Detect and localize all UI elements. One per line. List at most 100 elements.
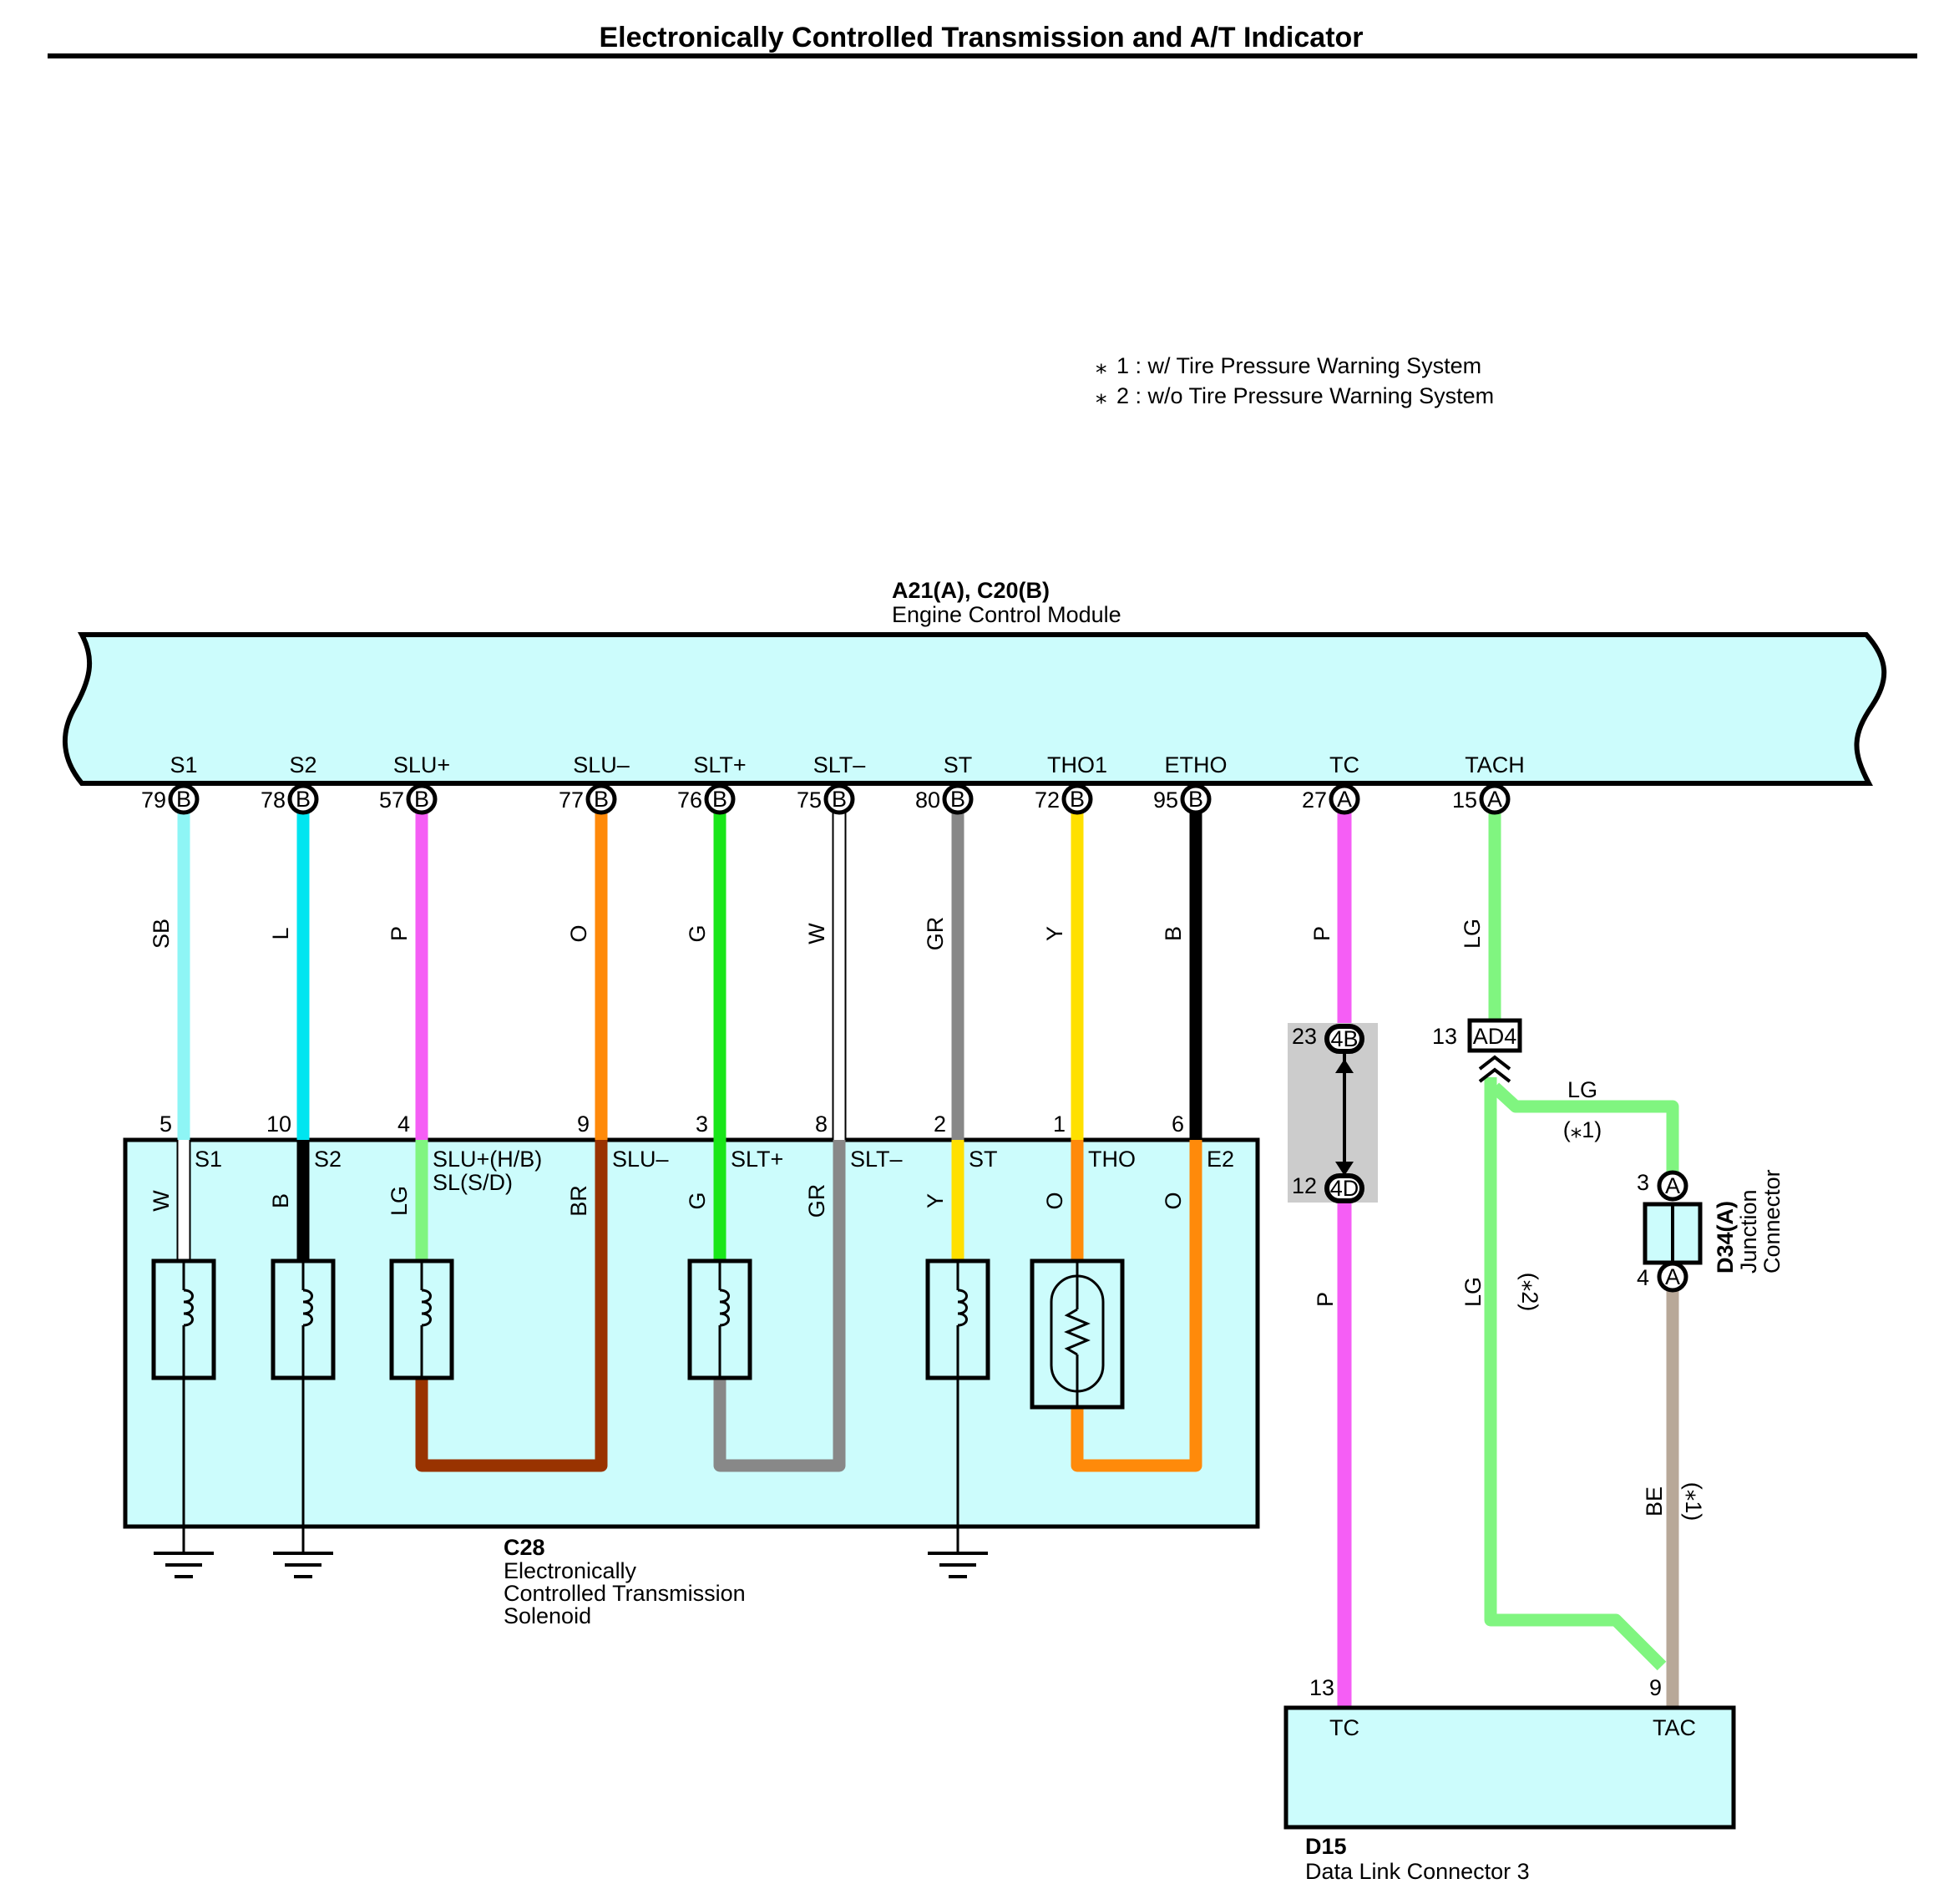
ecm-pin-number: 76: [677, 787, 702, 813]
ecm-pin-number: 72: [1035, 787, 1060, 813]
d34-bottom-pin-icon-label: A: [1665, 1264, 1680, 1289]
ecm-pin-connector: B: [594, 787, 609, 812]
arrow-down-icon: [1335, 1162, 1354, 1176]
loop-tho: [1071, 1140, 1202, 1472]
connector-circle-icon: [1180, 783, 1212, 815]
note-1-text: 1 : w/ Tire Pressure Warning System: [1116, 353, 1481, 378]
solenoid-name-line-2: Controlled Transmission: [504, 1581, 746, 1606]
connector-circle-icon: [823, 783, 855, 815]
wire-code: P: [387, 926, 412, 941]
solenoid-wire-code: GR: [804, 1184, 829, 1218]
wire-code: P: [1309, 926, 1334, 941]
ad4-connector-icon: [1467, 1018, 1522, 1053]
solenoid-pin-label: E2: [1207, 1147, 1234, 1172]
ecm-pin-label: SLT+: [693, 752, 746, 777]
solenoid-name-line-3: Solenoid: [504, 1603, 591, 1628]
connector-circle-icon: [704, 783, 736, 815]
dlc-name: Data Link Connector 3: [1305, 1859, 1530, 1884]
wire-code: L: [268, 927, 293, 939]
ecm-pin-connector: B: [950, 787, 965, 812]
coil-winding-4: [957, 1289, 968, 1327]
solenoid-coil-icon: [687, 1258, 752, 1380]
dlc-tac-label: TAC: [1653, 1715, 1696, 1740]
d34-bottom-pin-number: 4: [1637, 1265, 1649, 1290]
ecm-pin-label: ST: [944, 752, 973, 777]
solenoid-pin-number: 3: [696, 1112, 708, 1137]
note-1-mark: ⁎: [1096, 353, 1107, 378]
solenoid-pin-label: SLT+: [731, 1147, 783, 1172]
solenoid-pin-number: 8: [815, 1112, 828, 1137]
be-wire-code: BE: [1642, 1486, 1667, 1517]
connector-circle-icon: [1329, 783, 1360, 815]
page-title: Electronically Controlled Transmission a…: [599, 22, 1363, 53]
dlc-pin-tac-number: 9: [1649, 1675, 1662, 1700]
solenoid-pin-number: 10: [266, 1112, 291, 1137]
d34-top-pin-number: 3: [1637, 1170, 1649, 1195]
connector-circle-icon: [1479, 783, 1511, 815]
solenoid-wire-code: LG: [387, 1186, 412, 1216]
wire-code: LG: [1460, 919, 1485, 949]
note-2-text: 2 : w/o Tire Pressure Warning System: [1116, 383, 1494, 408]
solenoid-code: C28: [504, 1535, 545, 1560]
ground-icon: [928, 1552, 988, 1578]
wires: [176, 799, 1679, 1708]
solenoid-pin-number: 5: [159, 1112, 172, 1137]
ecm-pin-connector: B: [712, 787, 727, 812]
ecm-pin-connector: B: [414, 787, 429, 812]
d34-name-line-2: Connector: [1759, 1169, 1785, 1274]
solenoid-wire-code: W: [149, 1190, 174, 1212]
solenoid-pin-number: 6: [1172, 1112, 1184, 1137]
solenoid-pin-label: SLU–: [612, 1147, 669, 1172]
ground-icon: [154, 1552, 214, 1578]
ecm-pin-number: 75: [797, 787, 822, 813]
wire-code: GR: [923, 917, 948, 951]
solenoid-pin-label: SLT–: [850, 1147, 903, 1172]
ecm-pin-label: SLU–: [573, 752, 630, 777]
wire-code: B: [1161, 926, 1186, 941]
ecm-code: A21(A), C20(B): [892, 578, 1050, 603]
lg-branch-wire-code: LG: [1567, 1077, 1597, 1102]
solenoid-wire-code: BR: [566, 1185, 591, 1217]
ecm-name: Engine Control Module: [892, 602, 1121, 627]
wire-lg-branch: [1490, 1082, 1679, 1186]
solenoid-pin-number: 2: [934, 1112, 946, 1137]
connector-4b-label: 4B: [1330, 1026, 1358, 1051]
ad4-code: AD4: [1473, 1024, 1517, 1049]
ecm-pin-label: SLU+: [393, 752, 450, 777]
solenoid-pin-label: S2: [314, 1147, 342, 1172]
ecm-pin-connector: B: [1070, 787, 1085, 812]
solenoid-pin-number: 9: [577, 1112, 590, 1137]
thermistor-zigzag: [1064, 1308, 1091, 1356]
ecm-pin-connector: B: [176, 787, 191, 812]
solenoid-wire-code: O: [1161, 1192, 1186, 1209]
ecm-pin-connector: B: [832, 787, 847, 812]
solenoid-pin-label: S1: [195, 1147, 222, 1172]
ad4-pin-number: 13: [1432, 1024, 1457, 1049]
d34-top-pin-icon-label: A: [1665, 1173, 1680, 1198]
ecm-pin-number: 57: [379, 787, 404, 813]
ecm-pin-number: 77: [559, 787, 584, 813]
lg-direct-note: (⁎2): [1517, 1273, 1542, 1312]
wire-code: O: [566, 924, 591, 942]
ecm-pin-label: S1: [170, 752, 197, 777]
solenoid-wire-code: G: [685, 1192, 710, 1209]
solenoid-wire-code: B: [268, 1193, 293, 1208]
coil-winding-3: [719, 1289, 730, 1327]
solenoid-name-line-1: Electronically: [504, 1558, 637, 1583]
solenoid-pin-label-2: SL(S/D): [433, 1170, 513, 1195]
d34-top-pin-icon: [1657, 1170, 1688, 1202]
connector-circle-icon: [406, 783, 438, 815]
connector-circle-icon: [287, 783, 319, 815]
dlc-tc-label: TC: [1329, 1715, 1359, 1740]
solenoid-coil-icon: [151, 1258, 216, 1380]
solenoid-pin-label: SLU+(H/B): [433, 1147, 542, 1172]
ecm-pin-label: THO1: [1047, 752, 1107, 777]
ecm-pin-number: 78: [261, 787, 286, 813]
dlc3-module: [1283, 1705, 1736, 1830]
solenoid-coil-icon: [271, 1258, 336, 1380]
solenoid-wire-code: Y: [923, 1193, 948, 1208]
ecm-pin-label: ETHO: [1164, 752, 1227, 777]
ecm-pin-label: TC: [1329, 752, 1359, 777]
wire-lg-direct: [1484, 1077, 1667, 1671]
